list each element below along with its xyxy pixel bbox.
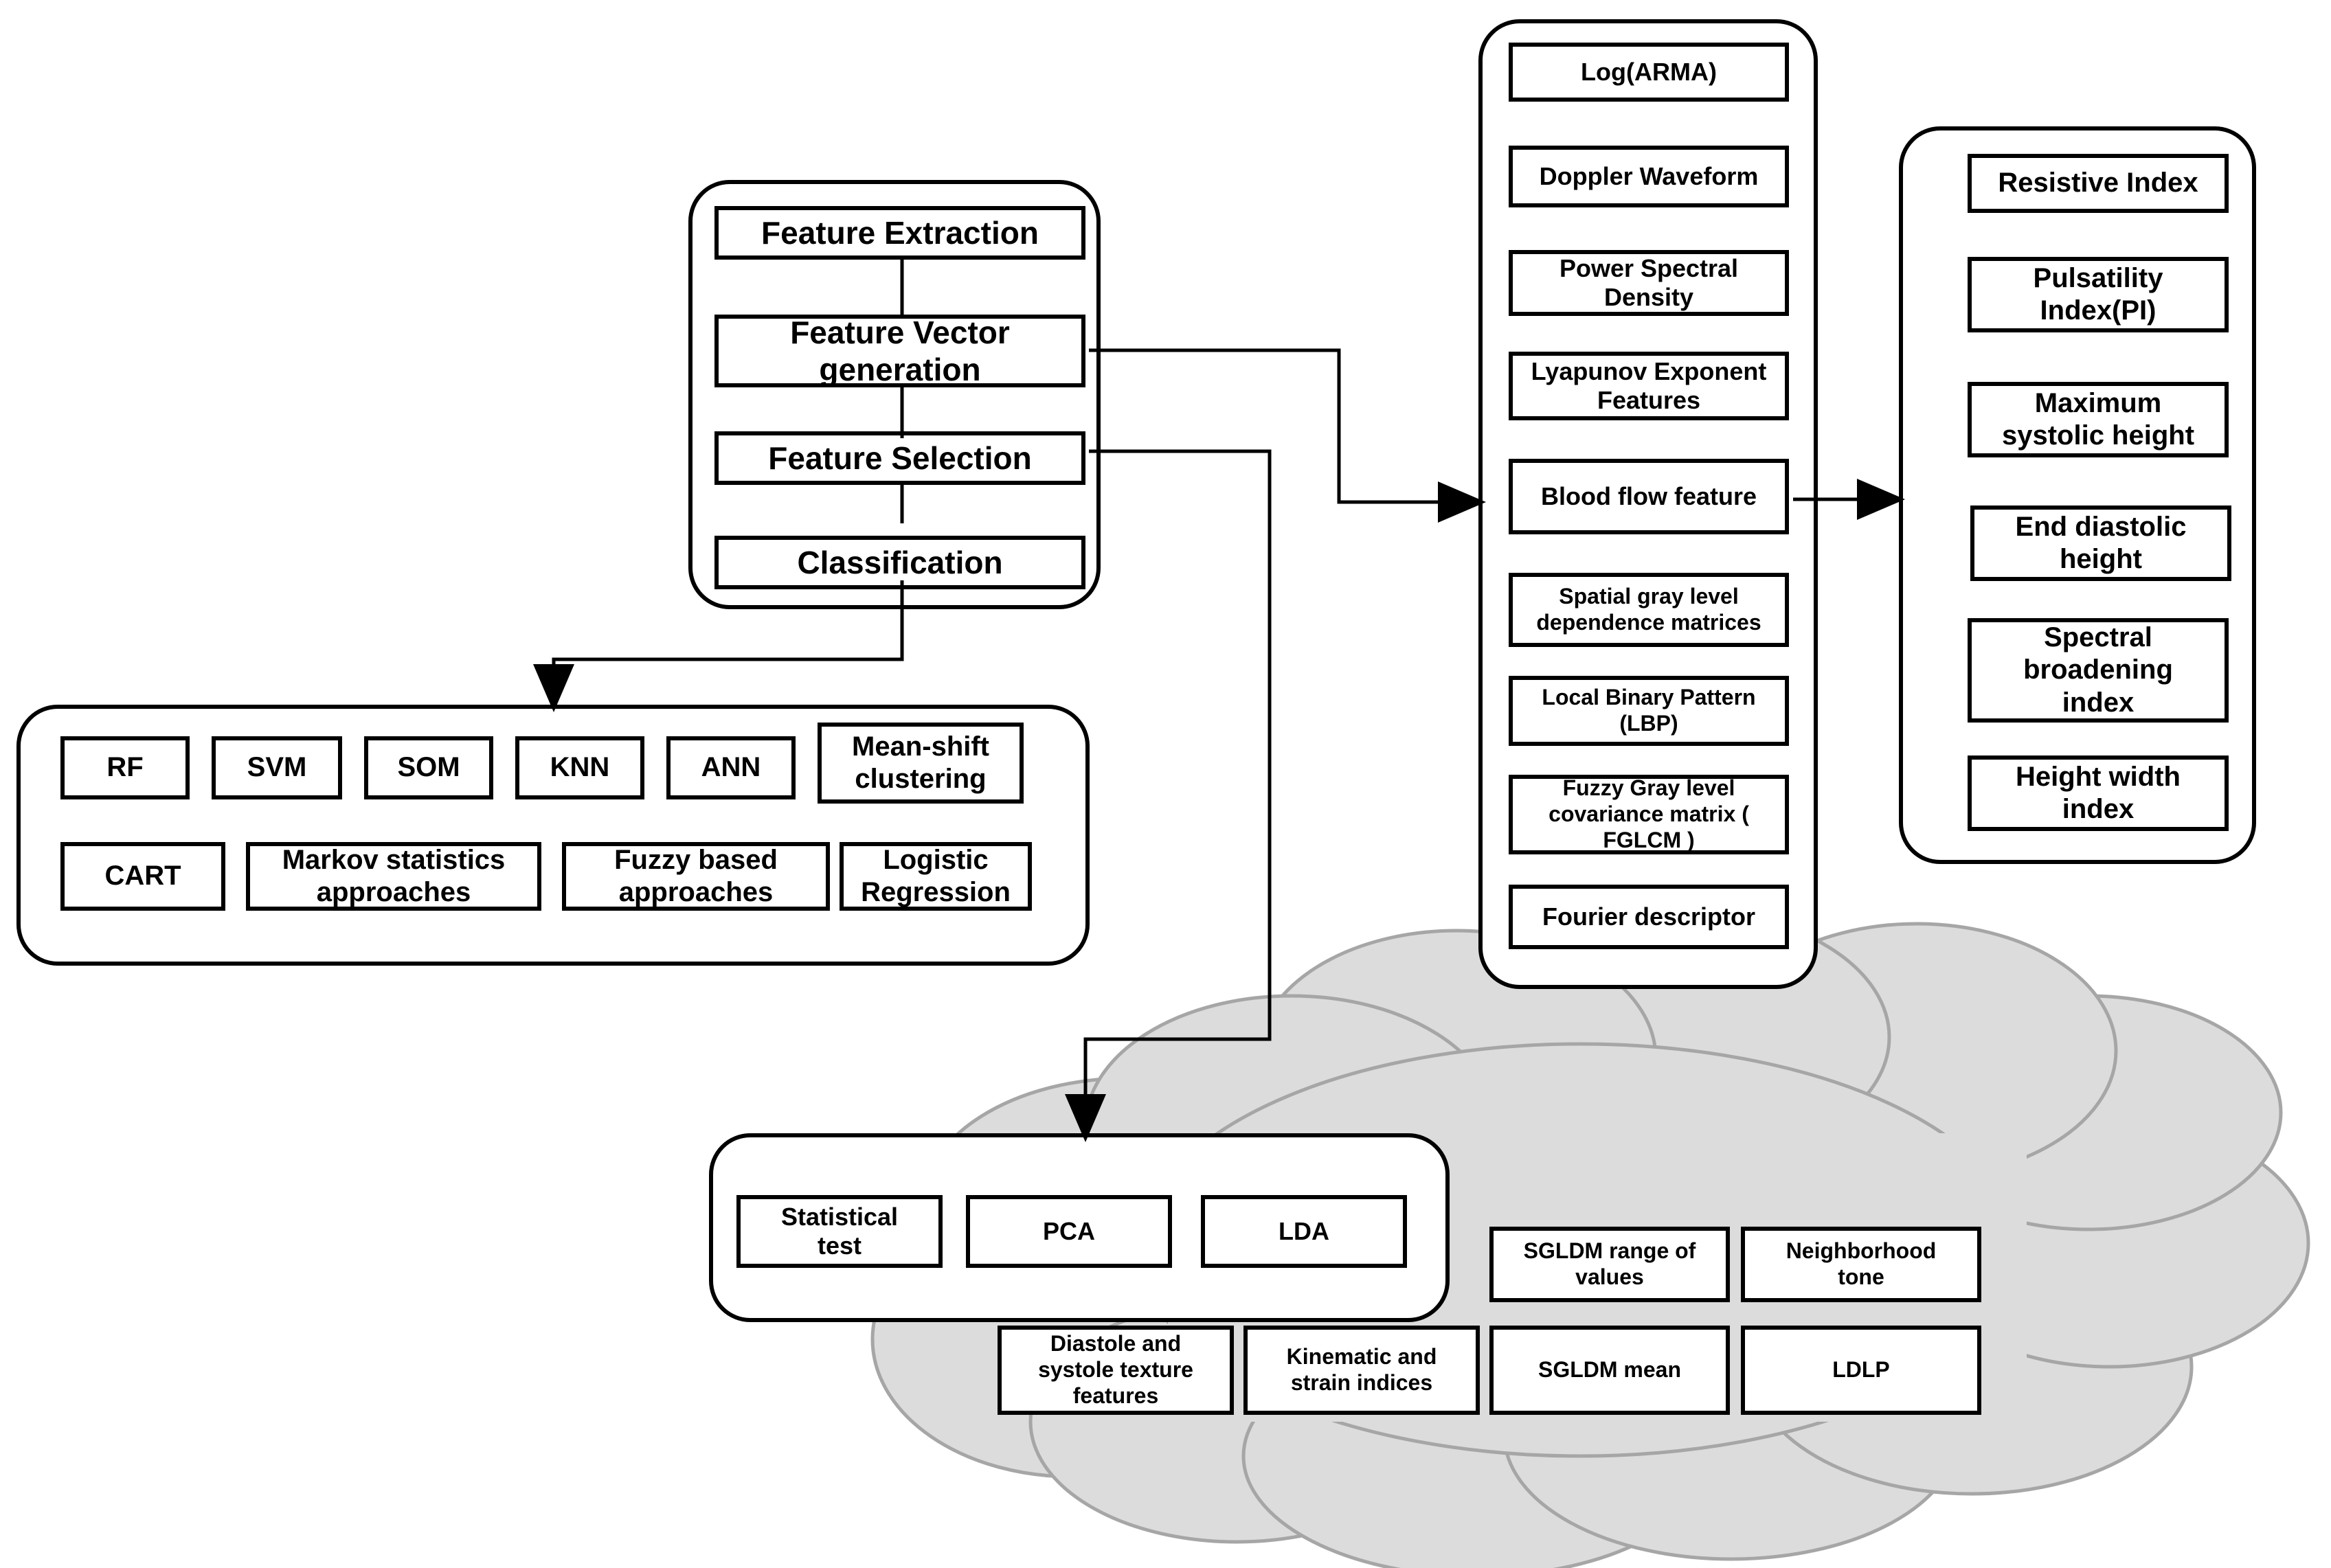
feature-lyapunov-exponent[interactable]: Lyapunov Exponent Features [1509,352,1789,420]
classifier-som[interactable]: SOM [364,736,493,799]
pipeline-step-feature-extraction[interactable]: Feature Extraction [714,206,1085,260]
classifier-svm[interactable]: SVM [212,736,342,799]
blood-flow-pulsatility-index[interactable]: Pulsatility Index(PI) [1968,257,2229,332]
blood-flow-resistive-index[interactable]: Resistive Index [1968,154,2229,213]
classifier-ann[interactable]: ANN [666,736,796,799]
pipeline-step-feature-vector-generation[interactable]: Feature Vector generation [714,315,1085,387]
feature-fuzzy-gray-level-covariance-matrix[interactable]: Fuzzy Gray level covariance matrix ( FGL… [1509,775,1789,854]
classifier-markov-statistics-approaches[interactable]: Markov statistics approaches [246,842,541,911]
blood-flow-end-diastolic-height[interactable]: End diastolic height [1970,505,2231,581]
selection-pca[interactable]: PCA [966,1195,1172,1268]
classifier-fuzzy-based-approaches[interactable]: Fuzzy based approaches [562,842,830,911]
feature-fourier-descriptor[interactable]: Fourier descriptor [1509,885,1789,949]
pipeline-step-feature-selection[interactable]: Feature Selection [714,431,1085,485]
blood-flow-height-width-index[interactable]: Height width index [1968,755,2229,831]
blood-flow-spectral-broadening-index[interactable]: Spectral broadening index [1968,618,2229,723]
selection-lda[interactable]: LDA [1201,1195,1407,1268]
cloud-sgldm-mean[interactable]: SGLDM mean [1489,1326,1730,1415]
cloud-kinematic-strain-indices[interactable]: Kinematic and strain indices [1243,1326,1480,1415]
feature-doppler-waveform[interactable]: Doppler Waveform [1509,146,1789,207]
feature-power-spectral-density[interactable]: Power Spectral Density [1509,250,1789,316]
cloud-sgldm-range-of-values[interactable]: SGLDM range of values [1489,1227,1730,1302]
classifier-logistic-regression[interactable]: Logistic Regression [840,842,1032,911]
feature-blood-flow[interactable]: Blood flow feature [1509,459,1789,534]
cloud-ldlp[interactable]: LDLP [1741,1326,1981,1415]
classifier-cart[interactable]: CART [60,842,225,911]
cloud-neighborhood-tone[interactable]: Neighborhood tone [1741,1227,1981,1302]
classifier-rf[interactable]: RF [60,736,190,799]
blood-flow-panel [1899,126,2256,864]
blood-flow-maximum-systolic-height[interactable]: Maximum systolic height [1968,382,2229,457]
classifier-knn[interactable]: KNN [515,736,644,799]
classifier-mean-shift-clustering[interactable]: Mean-shift clustering [818,723,1024,804]
feature-local-binary-pattern[interactable]: Local Binary Pattern (LBP) [1509,676,1789,746]
feature-spatial-gray-level-dependence-matrices[interactable]: Spatial gray level dependence matrices [1509,573,1789,647]
selection-statistical-test[interactable]: Statistical test [736,1195,943,1268]
cloud-diastole-systole-texture-features[interactable]: Diastole and systole texture features [998,1326,1234,1415]
pipeline-step-classification[interactable]: Classification [714,536,1085,589]
feature-log-arma[interactable]: Log(ARMA) [1509,43,1789,102]
